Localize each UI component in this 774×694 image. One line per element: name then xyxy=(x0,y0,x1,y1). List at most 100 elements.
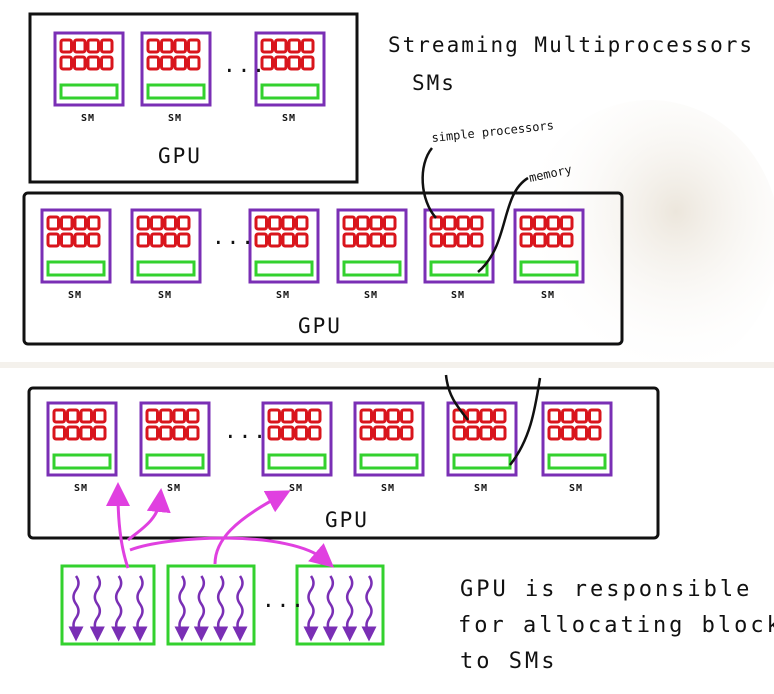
sm-outline xyxy=(40,208,112,284)
thread-arrow xyxy=(361,575,377,642)
sm-memory-bar xyxy=(146,83,206,100)
simple-processors-pointer xyxy=(421,147,437,219)
processor-cell xyxy=(160,38,174,54)
processor-cell xyxy=(163,215,177,231)
thread-block xyxy=(60,564,156,646)
processor-cell xyxy=(260,38,274,54)
processor-cell xyxy=(281,215,295,231)
sm-memory-bar xyxy=(342,260,402,277)
processor-cell xyxy=(561,425,575,441)
sm-memory-bar xyxy=(136,260,196,277)
title-sms: SMs xyxy=(412,71,456,95)
note-line-2: for allocating blocks xyxy=(458,613,774,638)
processor-cell xyxy=(519,232,533,248)
thread-arrow xyxy=(174,575,190,642)
sm-outline xyxy=(446,401,518,477)
sm-unit: SM xyxy=(541,401,613,494)
processor-cell xyxy=(294,425,308,441)
sm-unit: SM xyxy=(336,208,408,301)
note-line-1: GPU is responsible xyxy=(460,577,752,602)
processor-cell xyxy=(443,232,457,248)
sm-memory-bar xyxy=(145,453,205,470)
sm-memory-bar xyxy=(547,453,607,470)
processor-cell xyxy=(479,408,493,424)
sm-memory-bar xyxy=(52,453,112,470)
processor-cell xyxy=(87,215,101,231)
processor-cell xyxy=(356,215,370,231)
processor-cell xyxy=(356,232,370,248)
processor-cell xyxy=(470,232,484,248)
processor-cell xyxy=(146,55,160,71)
processor-cell xyxy=(268,215,282,231)
gpu-box-bottom xyxy=(27,386,660,540)
sm-outline xyxy=(140,31,212,107)
processor-cell xyxy=(533,215,547,231)
processor-cell xyxy=(400,408,414,424)
processor-cell xyxy=(260,55,274,71)
processor-cell xyxy=(456,232,470,248)
sm-memory-bar xyxy=(59,83,119,100)
thread-arrow xyxy=(132,575,148,642)
sm-outline xyxy=(423,208,495,284)
processor-cell xyxy=(574,425,588,441)
block-outline xyxy=(60,564,156,646)
processor-cell xyxy=(145,408,159,424)
thread-blocks xyxy=(60,564,385,646)
gpu-box-top xyxy=(28,12,359,184)
processor-cell xyxy=(493,408,507,424)
processor-cell xyxy=(159,408,173,424)
thread-arrow xyxy=(303,575,319,642)
note-line-3: to SMs xyxy=(460,649,557,674)
processor-cell xyxy=(466,425,480,441)
sm-label: SM xyxy=(68,290,82,301)
processor-cell xyxy=(301,38,315,54)
processor-cell xyxy=(73,215,87,231)
thread-arrow xyxy=(193,575,209,642)
processor-cell xyxy=(561,408,575,424)
processor-cell xyxy=(73,38,87,54)
processor-cell xyxy=(73,55,87,71)
gpu-box-middle xyxy=(22,191,624,346)
processor-cell xyxy=(466,408,480,424)
simple-processors-label: simple processors xyxy=(431,118,555,145)
processor-cell xyxy=(59,38,73,54)
processor-cell xyxy=(136,232,150,248)
sm-memory-bar xyxy=(519,260,579,277)
memory-pointer xyxy=(477,176,529,273)
processor-cell xyxy=(456,215,470,231)
block-outline xyxy=(295,564,385,646)
sm-unit: SM xyxy=(513,208,585,301)
processor-cell xyxy=(342,232,356,248)
gpu-label-bottom: GPU xyxy=(325,508,369,532)
processor-cell xyxy=(429,215,443,231)
processor-cell xyxy=(479,425,493,441)
processor-cell xyxy=(373,408,387,424)
sm-outline xyxy=(353,401,425,477)
processor-cell xyxy=(359,408,373,424)
sm-label: SM xyxy=(282,113,296,124)
sm-label: SM xyxy=(167,483,181,494)
processor-cell xyxy=(268,232,282,248)
processor-cell xyxy=(93,408,107,424)
sm-label: SM xyxy=(364,290,378,301)
sm-outline xyxy=(139,401,211,477)
processor-cell xyxy=(588,408,602,424)
processor-cell xyxy=(470,215,484,231)
processor-cell xyxy=(295,232,309,248)
processor-cell xyxy=(301,55,315,71)
processor-cell xyxy=(274,55,288,71)
thread-arrow xyxy=(342,575,358,642)
processor-cell xyxy=(86,55,100,71)
title-streaming-multiprocessors: Streaming Multiprocessors xyxy=(388,33,754,57)
processor-cell xyxy=(560,232,574,248)
processor-cell xyxy=(254,215,268,231)
processor-cell xyxy=(146,38,160,54)
thread-arrow xyxy=(232,575,248,642)
processor-cell xyxy=(46,232,60,248)
processor-cell xyxy=(177,232,191,248)
processor-cell xyxy=(546,232,560,248)
processor-cell xyxy=(59,55,73,71)
processor-cell xyxy=(254,232,268,248)
processor-cell xyxy=(267,425,281,441)
